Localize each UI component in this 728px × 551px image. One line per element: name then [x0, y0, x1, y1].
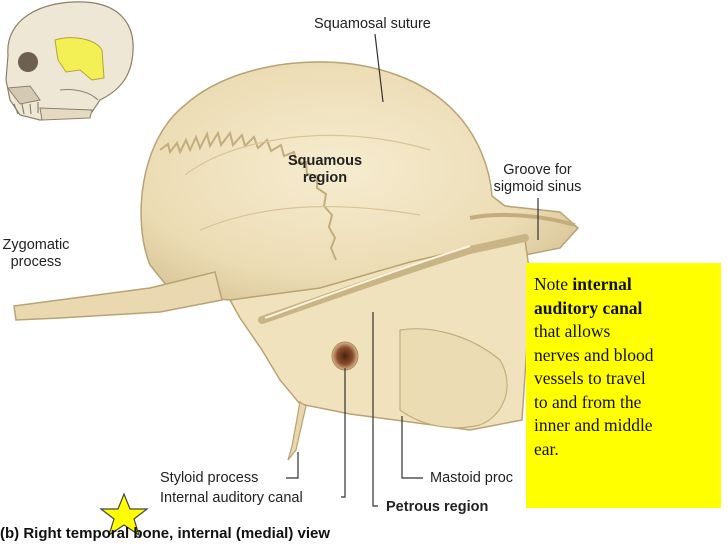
note-line-7: inner and middle [534, 415, 653, 435]
label-mastoid-process: Mastoid proc [430, 470, 514, 486]
star-icon [99, 492, 149, 537]
label-styloid-process: Styloid process [160, 470, 259, 486]
note-line-6: to and from the [534, 391, 642, 412]
label-groove-line2: sigmoid sinus [493, 179, 582, 195]
label-petrous-region: Petrous region [386, 499, 489, 515]
label-zygomatic-line1: Zygomatic [2, 237, 70, 253]
label-squamous-region-line1: Squamous [287, 153, 363, 169]
note-box: Note internal auditory canal that allows… [526, 263, 721, 508]
label-groove-sigmoid-sinus: Groove for sigmoid sinus [480, 162, 595, 196]
note-bold-2: auditory canal [534, 297, 643, 318]
figure-caption: (b) Right temporal bone, internal (media… [0, 525, 331, 542]
internal-auditory-canal-opening [331, 341, 359, 371]
skull-icon [5, 1, 134, 121]
label-squamous-region-line2: region [302, 170, 348, 186]
label-zygomatic-process: Zygomatic process [0, 237, 72, 271]
note-prefix: Note [534, 274, 569, 294]
label-groove-line1: Groove for [503, 162, 572, 178]
note-line-4: nerves and blood [534, 344, 654, 365]
note-line-8: ear. [534, 438, 559, 459]
note-line-2: auditory canal [534, 297, 713, 321]
note-line-3: that allows [534, 321, 611, 341]
note-line-5: vessels to travel [534, 368, 646, 388]
note-line-1: Note internal [534, 273, 713, 297]
label-squamosal-suture: Squamosal suture [314, 16, 431, 32]
label-squamous-region: Squamous region [285, 153, 365, 187]
note-bold-1: internal [572, 274, 632, 294]
label-internal-auditory-canal: Internal auditory canal [160, 490, 303, 506]
label-zygomatic-line2: process [10, 254, 62, 270]
